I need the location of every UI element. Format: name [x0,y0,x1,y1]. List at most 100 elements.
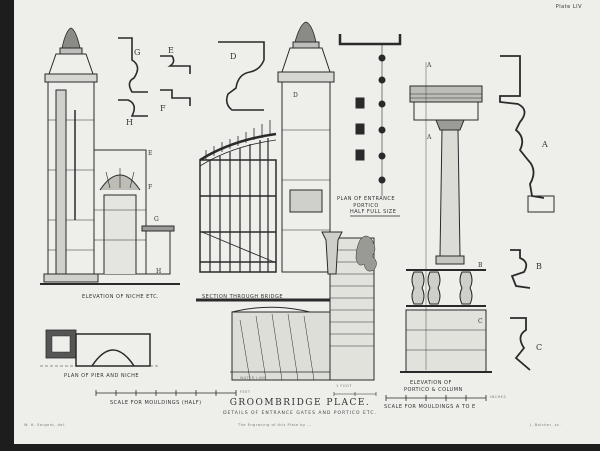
entablature-dentils [410,93,482,99]
plan-pier-inner [51,335,71,353]
left-pier-cap [48,53,94,75]
left-pier-shaft [47,81,95,275]
moulding-profiles-abc [499,55,555,371]
letter-a2-portico: A [427,134,432,141]
plan-niche-curve [91,349,135,367]
letter-a: A [542,140,548,149]
column-shaft [439,129,461,257]
label-elevation-niche: ELEVATION OF NICHE ETC. [82,294,160,300]
pier-panel [289,189,323,213]
letter-h: H [126,118,133,127]
right-pier-shaft [281,81,331,273]
letter-a-portico: A [427,62,432,69]
right-pier [277,21,335,273]
label-scale-left: SCALE FOR MOULDINGS (HALF) [110,400,202,406]
label-inches: INCHES [490,395,507,399]
niche [40,149,180,285]
plan-column [378,100,386,108]
portico-elevation [400,62,492,373]
plan-pilaster [355,149,365,161]
ivy-foliage [355,235,377,272]
label-foot-line: 1 FOOT [336,384,353,388]
left-pier [43,27,99,283]
moulding-g [118,37,148,93]
letter-d: D [230,52,237,61]
credit-left: W. H. Sargent, del. [24,423,66,427]
right-finial [294,21,317,43]
profile-c [510,317,531,371]
gate-arch-top [199,132,277,162]
column-capital [435,119,465,131]
balusters [411,271,473,305]
plinth-courses [406,329,486,351]
left-pier-plinth [43,273,99,283]
column-base [435,255,465,265]
label-plan-pier-niche: PLAN OF PIER AND NICHE [64,373,140,379]
plan-column [378,176,386,184]
profile-b [510,249,531,289]
mouldings-g-h [118,37,191,117]
scale-bar-mid [333,392,377,396]
label-water-line: WATER LINE [240,376,267,380]
plan-pilaster [355,97,365,109]
gate-diagonal-brace [201,231,275,263]
letter-b: B [536,262,542,271]
gate-spikes [205,120,271,160]
label-elevation-portico-1: ELEVATION OF [410,380,452,386]
seat-top [141,225,175,232]
label-section-bridge: SECTION THROUGH BRIDGE [202,294,283,300]
entrance-gate [199,120,277,273]
moulding-f [160,89,191,106]
arch-hatching [239,313,315,381]
left-cornice [44,73,98,83]
letter-g: G [134,48,141,57]
baluster [459,271,473,305]
label-feet: FEET [240,390,251,394]
label-half-full-size: HALF FULL SIZE [350,209,397,215]
gate-frame [199,159,277,273]
letter-d-pier: D [293,92,298,99]
plan-column [378,54,386,62]
moulding-d [218,41,265,111]
plate-subtitle: DETAILS OF ENTRANCE GATES AND PORTICO ET… [223,411,377,416]
niche-opening [103,194,137,274]
plan-pier-niche [40,329,160,367]
baluster [427,271,441,305]
right-finial-base [292,41,320,49]
letter-c: C [536,343,543,352]
portico-frieze [413,101,479,121]
letter-b-portico: B [478,262,483,269]
letter-f: F [160,104,166,113]
plan-column [378,126,386,134]
label-elevation-portico-2: PORTICO & COLUMN [404,387,463,393]
moulding-e [160,55,191,74]
credit-right: J. Bolcher, sc. [530,423,562,427]
scale-bar-right [385,395,487,401]
left-finial [61,27,81,49]
label-scale-right: SCALE FOR MOULDINGS A TO E [384,404,476,410]
left-finial-base [59,47,83,55]
letter-e: E [168,46,174,55]
plan-column [378,152,386,160]
plate-title: GROOMBRIDGE PLACE. [229,398,371,408]
bridge-section [196,231,377,381]
bridge-post [321,231,343,275]
plate-number: Plate LIV [555,4,582,10]
moulding-h [118,99,148,117]
right-pier-cap [281,47,331,73]
baluster [411,271,425,305]
shell-rib [105,168,135,189]
portico-plan-line [338,34,402,46]
plan-entrance-portico [338,34,402,217]
letter-f-niche: F [148,184,153,191]
scale-bar-left [95,390,237,396]
plan-pilaster [355,123,365,135]
letter-e-niche: E [148,150,153,157]
letter-g-niche: G [154,216,159,223]
credit-center: The Engraving of this Plate by ... [238,423,313,427]
bridge-abutment [231,311,331,381]
profile-a-fillet [527,195,555,213]
letter-c-portico: C [478,318,483,325]
label-plan-portico: PLAN OF ENTRANCE PORTICO [336,196,396,209]
